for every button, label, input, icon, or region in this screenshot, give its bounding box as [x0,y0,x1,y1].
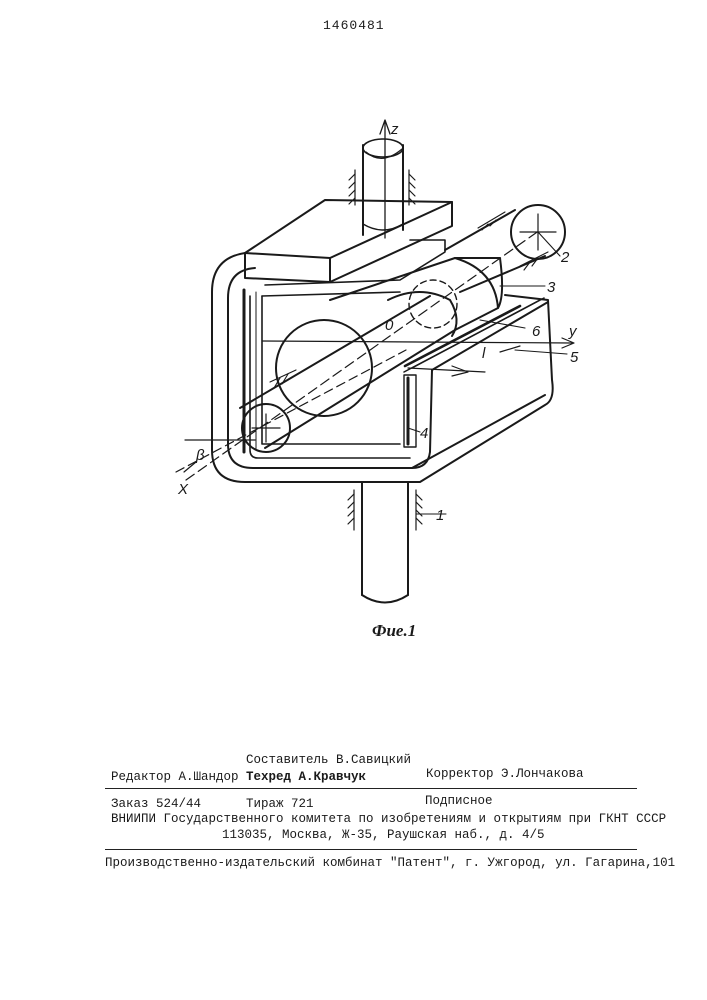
inner-frame [244,240,445,458]
label-origin: 0 [385,317,394,334]
label-4: 4 [420,425,428,442]
label-2: 2 [560,249,570,266]
label-5: 5 [570,349,579,366]
axes [176,230,574,480]
label-z: z [390,121,399,138]
order-number: Заказ 524/44 [111,797,201,811]
label-x: X [177,481,189,498]
technical-drawing-figure-1: z y X β 0 l 1 2 3 4 5 6 [0,0,707,660]
z-axis [380,120,390,238]
divider-bottom [105,849,637,850]
label-l: l [482,345,486,362]
lower-shaft [362,482,408,603]
fixed-support-hatch-lower [348,490,422,530]
publisher: Производственно-издательский комбинат "П… [105,856,675,870]
subscription: Подписное [425,794,493,808]
corrector-credit: Корректор Э.Лончакова [426,767,584,781]
label-1: 1 [436,507,444,524]
circulation: Тираж 721 [246,797,314,811]
upper-shaft [363,139,403,235]
guide-rail [404,298,544,372]
label-beta: β [195,447,205,464]
label-6: 6 [532,323,541,340]
divider-top [105,788,637,789]
compiler-credit: Составитель В.Савицкий [246,753,411,767]
label-3: 3 [547,279,556,296]
label-y: y [568,323,578,340]
editor-credit: Редактор А.Шандор [111,770,239,784]
roller-support-hatch [270,212,548,388]
institute-name: ВНИИПИ Государственного комитета по изоб… [111,812,666,826]
figure-caption: Фие.1 [372,621,416,641]
techred-credit: Техред А.Кравчук [246,770,366,784]
institute-address: 113035, Москва, Ж-35, Раушская наб., д. … [222,828,545,842]
